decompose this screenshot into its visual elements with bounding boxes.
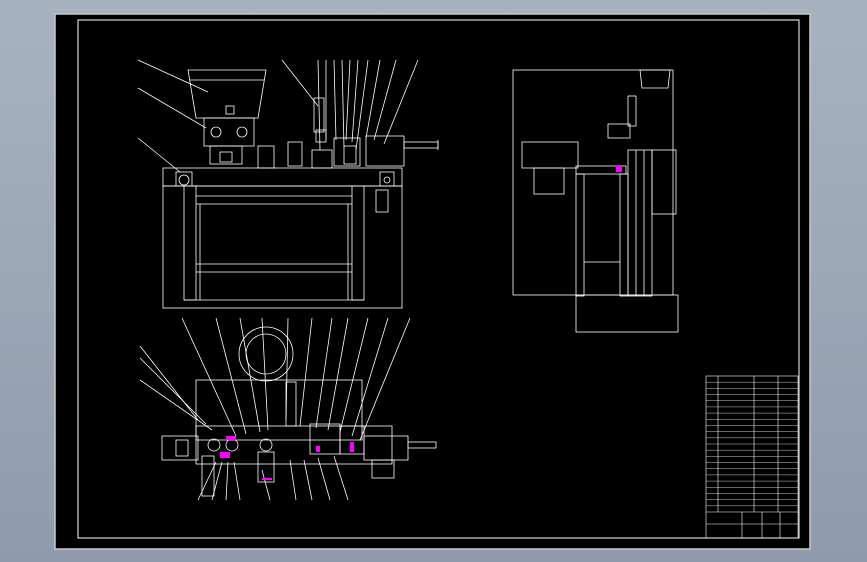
top-view — [139, 317, 437, 501]
front-view — [137, 59, 439, 309]
drawing-border — [77, 19, 800, 539]
side-view — [512, 69, 679, 333]
highlight-marks — [220, 166, 622, 480]
drawing-sheet — [54, 13, 811, 550]
title-block-rows — [706, 381, 798, 507]
